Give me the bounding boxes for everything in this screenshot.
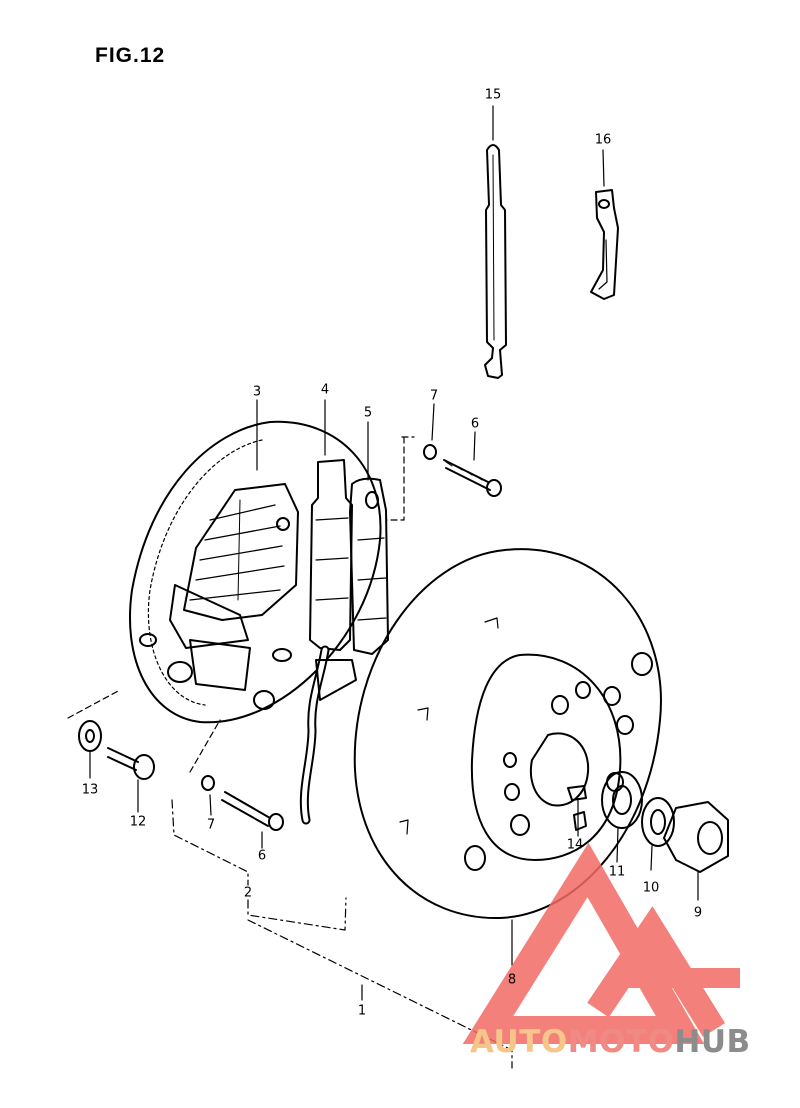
part-12-screw <box>107 747 155 780</box>
part-5-coil <box>349 477 389 655</box>
callout-3: 3 <box>252 384 262 400</box>
part-9-nut <box>663 801 729 873</box>
callout-16: 16 <box>594 132 612 148</box>
automotohub-watermark: AUTOMOTOHUB <box>470 1024 751 1060</box>
callout-6-lower: 6 <box>257 848 267 864</box>
watermark-hub: HUB <box>674 1024 751 1060</box>
part-2-stator-plate <box>128 420 382 724</box>
part-3-coil <box>167 483 299 710</box>
callout-7-upper: 7 <box>429 388 439 404</box>
callout-1: 1 <box>357 1003 367 1019</box>
watermark-auto: AUTO <box>470 1024 568 1060</box>
callout-5: 5 <box>363 405 373 421</box>
automotohub-logo-mark <box>462 842 740 1044</box>
part-16-bracket <box>590 189 619 300</box>
part-6-screw-upper <box>443 459 502 497</box>
callout-13: 13 <box>81 782 99 798</box>
part-7-washer-upper <box>423 444 437 460</box>
part-10-lockwasher <box>641 797 675 847</box>
callout-9: 9 <box>693 905 703 921</box>
callout-10: 10 <box>642 880 660 896</box>
part-7-washer-lower <box>201 775 215 791</box>
callout-15: 15 <box>484 87 502 103</box>
part-15-rod <box>484 144 507 379</box>
callout-8: 8 <box>507 972 517 988</box>
part-11-washer <box>601 771 643 829</box>
callout-6-upper: 6 <box>470 416 480 432</box>
part-6-screw-lower <box>221 791 284 831</box>
callout-14: 14 <box>566 837 584 853</box>
part-14-key <box>567 785 587 831</box>
callout-11: 11 <box>608 864 626 880</box>
part-8-flywheel <box>353 548 662 920</box>
callout-4: 4 <box>320 382 330 398</box>
watermark-moto: MOTO <box>567 1024 675 1060</box>
callout-7-lower: 7 <box>206 817 216 833</box>
part-13-washer <box>78 720 102 752</box>
callout-12: 12 <box>129 814 147 830</box>
callout-2: 2 <box>243 885 253 901</box>
part-4-coil <box>309 459 353 651</box>
figure-title: FIG.12 <box>95 44 166 67</box>
